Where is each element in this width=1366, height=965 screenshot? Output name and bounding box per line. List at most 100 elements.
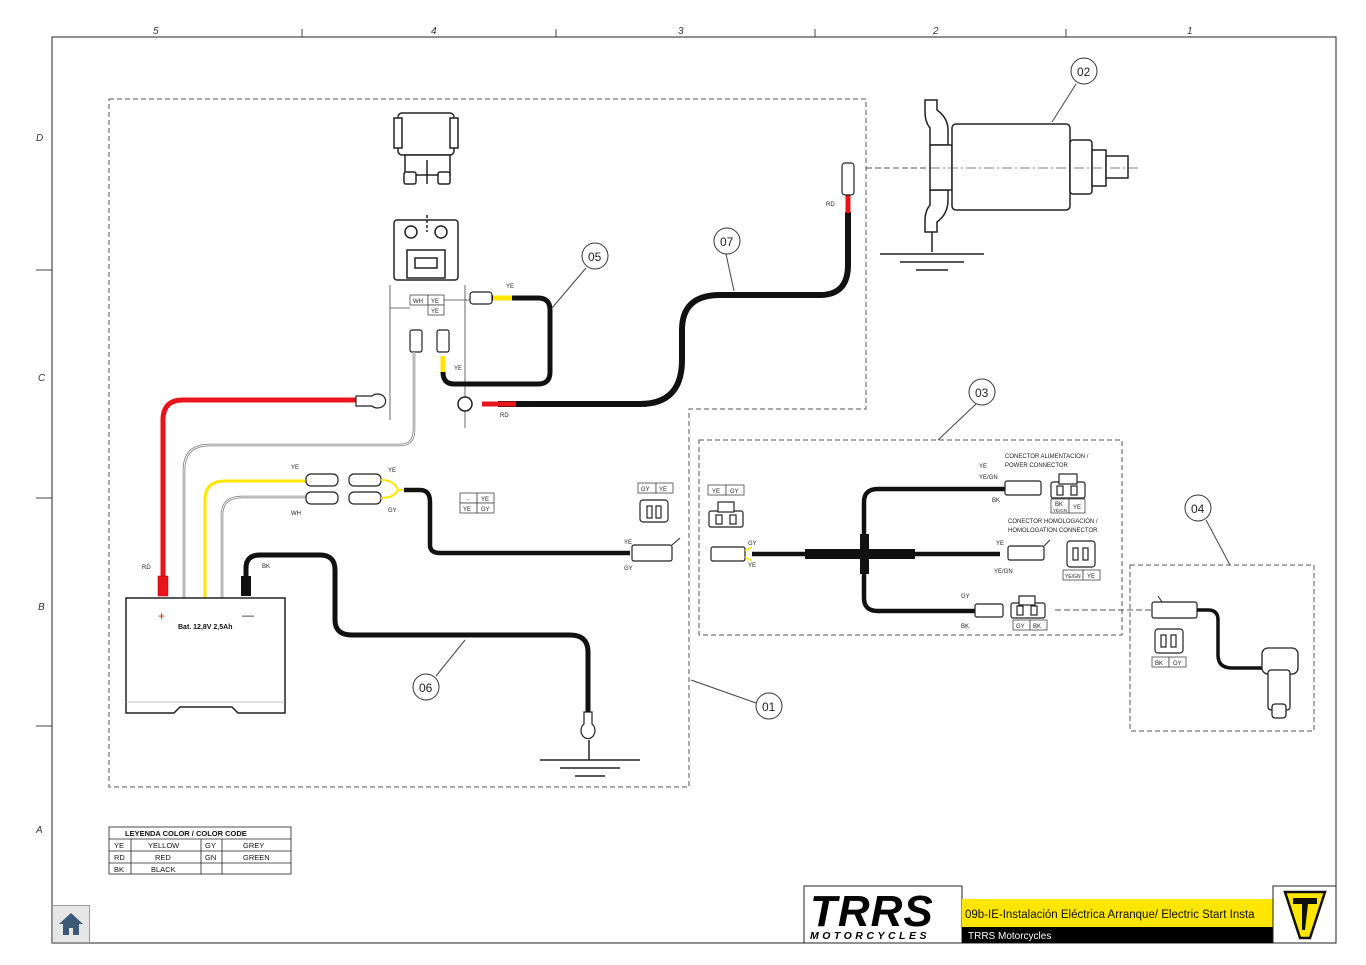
battery-plus: +: [158, 609, 165, 623]
connector-b-symbol: [639, 499, 669, 523]
wire-05: [440, 295, 553, 387]
power-pin-yegn: YE/GN: [1053, 508, 1067, 513]
relay-pin-ye-1: YE: [431, 299, 439, 305]
home-button[interactable]: [52, 905, 90, 943]
wire-07-ring-terminal: [457, 396, 473, 412]
connector-b-pin-ye: YE: [659, 487, 667, 493]
title-block-logo: TRRS: [810, 887, 934, 936]
drawing-frame: [51, 36, 1337, 944]
mid-table-ye-1: YE: [481, 497, 489, 503]
starter-motor: [924, 99, 1129, 233]
wire-07: [498, 212, 851, 407]
harness-01-connector-b-lead: [671, 537, 681, 546]
color-legend: [108, 826, 292, 875]
power-wire-yegn: YE/GN: [979, 475, 998, 481]
home-icon: [59, 913, 83, 935]
title-block-drawing-title: 09b-IE-Instalación Eléctrica Arranque/ E…: [965, 909, 1255, 921]
battery: [125, 597, 286, 714]
title-block-logo-box: [803, 885, 963, 944]
harness-03-left-gy: GY: [748, 541, 757, 547]
power-connector-pin-table: [1050, 498, 1086, 514]
power-wire-bk: BK: [992, 498, 1000, 504]
battery-grey-wire-inner: [183, 352, 415, 598]
plug-left-ye-label: YE: [291, 465, 299, 471]
harness-03-trunk-junction: [860, 534, 869, 574]
homolog-pin-ye: YE: [1087, 574, 1095, 580]
grid-col-4: 4: [431, 26, 437, 37]
connector-b-gy-wire: GY: [624, 566, 633, 572]
relay-pin-wh: WH: [413, 299, 423, 305]
power-connector-title-en: POWER CONNECTOR: [1005, 463, 1069, 469]
plug-to-connector-wire: [404, 487, 630, 556]
title-block-title-bar: [962, 899, 1273, 927]
lower-pin-gy: GY: [1016, 624, 1025, 630]
battery-black-boot: [241, 576, 251, 596]
legend-r1-c2: YELLOW: [148, 841, 180, 850]
switch-04-symbol: [1154, 628, 1184, 654]
bullet-plugs-right-lead: [380, 479, 404, 499]
relay-spade-terminals: [409, 291, 493, 353]
lower-wire-bk: BK: [961, 624, 969, 630]
harness-03-left-connector: [710, 546, 746, 562]
callout-circles: [412, 57, 1212, 720]
lower-connector-symbol: [1010, 595, 1046, 619]
battery-yellow-wire: [203, 479, 306, 598]
callout-01: 01: [762, 700, 776, 714]
harness-01-connector-b: [631, 544, 673, 562]
callout-04: 04: [1191, 502, 1205, 516]
homolog-wire-ye: YE: [996, 541, 1004, 547]
connector-b-pin-gy: GY: [641, 487, 650, 493]
harness-03-outline: [698, 439, 1123, 636]
starter-relay-cover: [393, 112, 459, 185]
callout-03: 03: [975, 386, 989, 400]
legend-r3-c1: BK: [114, 865, 124, 874]
lower-connector: [974, 603, 1004, 618]
grid-row-ticks: [36, 269, 52, 727]
switch-04-pin-bk: BK: [1155, 661, 1163, 667]
switch-04-body: [1261, 647, 1299, 719]
mid-table-gy: GY: [481, 507, 490, 513]
switch-04-connector-tab: [1157, 595, 1163, 603]
homolog-wire-yegn: YE/GN: [994, 569, 1013, 575]
homologation-connector-title-es: CONECTOR HOMOLOGACIÓN /: [1008, 518, 1098, 525]
legend-r1-c3: GY: [205, 841, 216, 850]
plug-right-ye-label: YE: [388, 468, 396, 474]
harness-03-left-pin-gy: GY: [730, 489, 739, 495]
legend-r3-c2: BLACK: [151, 865, 176, 874]
harness-03-left-symbol: [708, 501, 744, 528]
harness-03-branch-down: [861, 554, 975, 614]
power-pin-bk: BK: [1055, 502, 1063, 508]
legend-r1-c1: YE: [114, 841, 124, 850]
switch-04-outline: [1129, 564, 1315, 732]
lower-connector-pin-table: [1012, 619, 1048, 631]
harness-03-left-pin-ye: YE: [712, 489, 720, 495]
power-wire-ye: YE: [979, 464, 987, 470]
battery-minus: —: [242, 608, 254, 622]
legend-title: LEYENDA COLOR / COLOR CODE: [125, 829, 247, 838]
grid-col-3: 3: [678, 26, 684, 37]
grid-row-b: B: [38, 602, 45, 613]
harness-01-outline: [108, 98, 867, 788]
callout-05: 05: [588, 250, 602, 264]
wire-06: [243, 552, 591, 715]
harness-03-left-pin-table: [707, 484, 745, 496]
power-connector: [1004, 480, 1042, 496]
battery-ring-terminal: [355, 393, 387, 409]
wire-05-label-top: YE: [506, 284, 514, 290]
bullet-plugs-right: [348, 473, 382, 505]
battery-red-cable: [160, 397, 358, 580]
lower-pin-bk: BK: [1033, 624, 1041, 630]
grid-column-ticks: [301, 29, 1067, 37]
power-connector-symbol: [1050, 473, 1086, 499]
switch-04-pin-table: [1151, 656, 1187, 668]
relay-pin-table: [409, 294, 445, 316]
grid-col-1: 1: [1187, 26, 1193, 37]
homologation-pin-table: [1062, 569, 1101, 581]
wire-07-label-relay: RD: [500, 413, 509, 419]
legend-r2-c1: RD: [114, 853, 125, 862]
legend-r2-c3: GN: [205, 853, 216, 862]
switch-04-pin-gy: GY: [1173, 661, 1182, 667]
homologation-connector-title-en: HOMOLOGATION CONNECTOR: [1008, 528, 1098, 534]
plug-left-wh-label: WH: [291, 511, 301, 517]
wire-07-label-starter: RD: [826, 202, 835, 208]
